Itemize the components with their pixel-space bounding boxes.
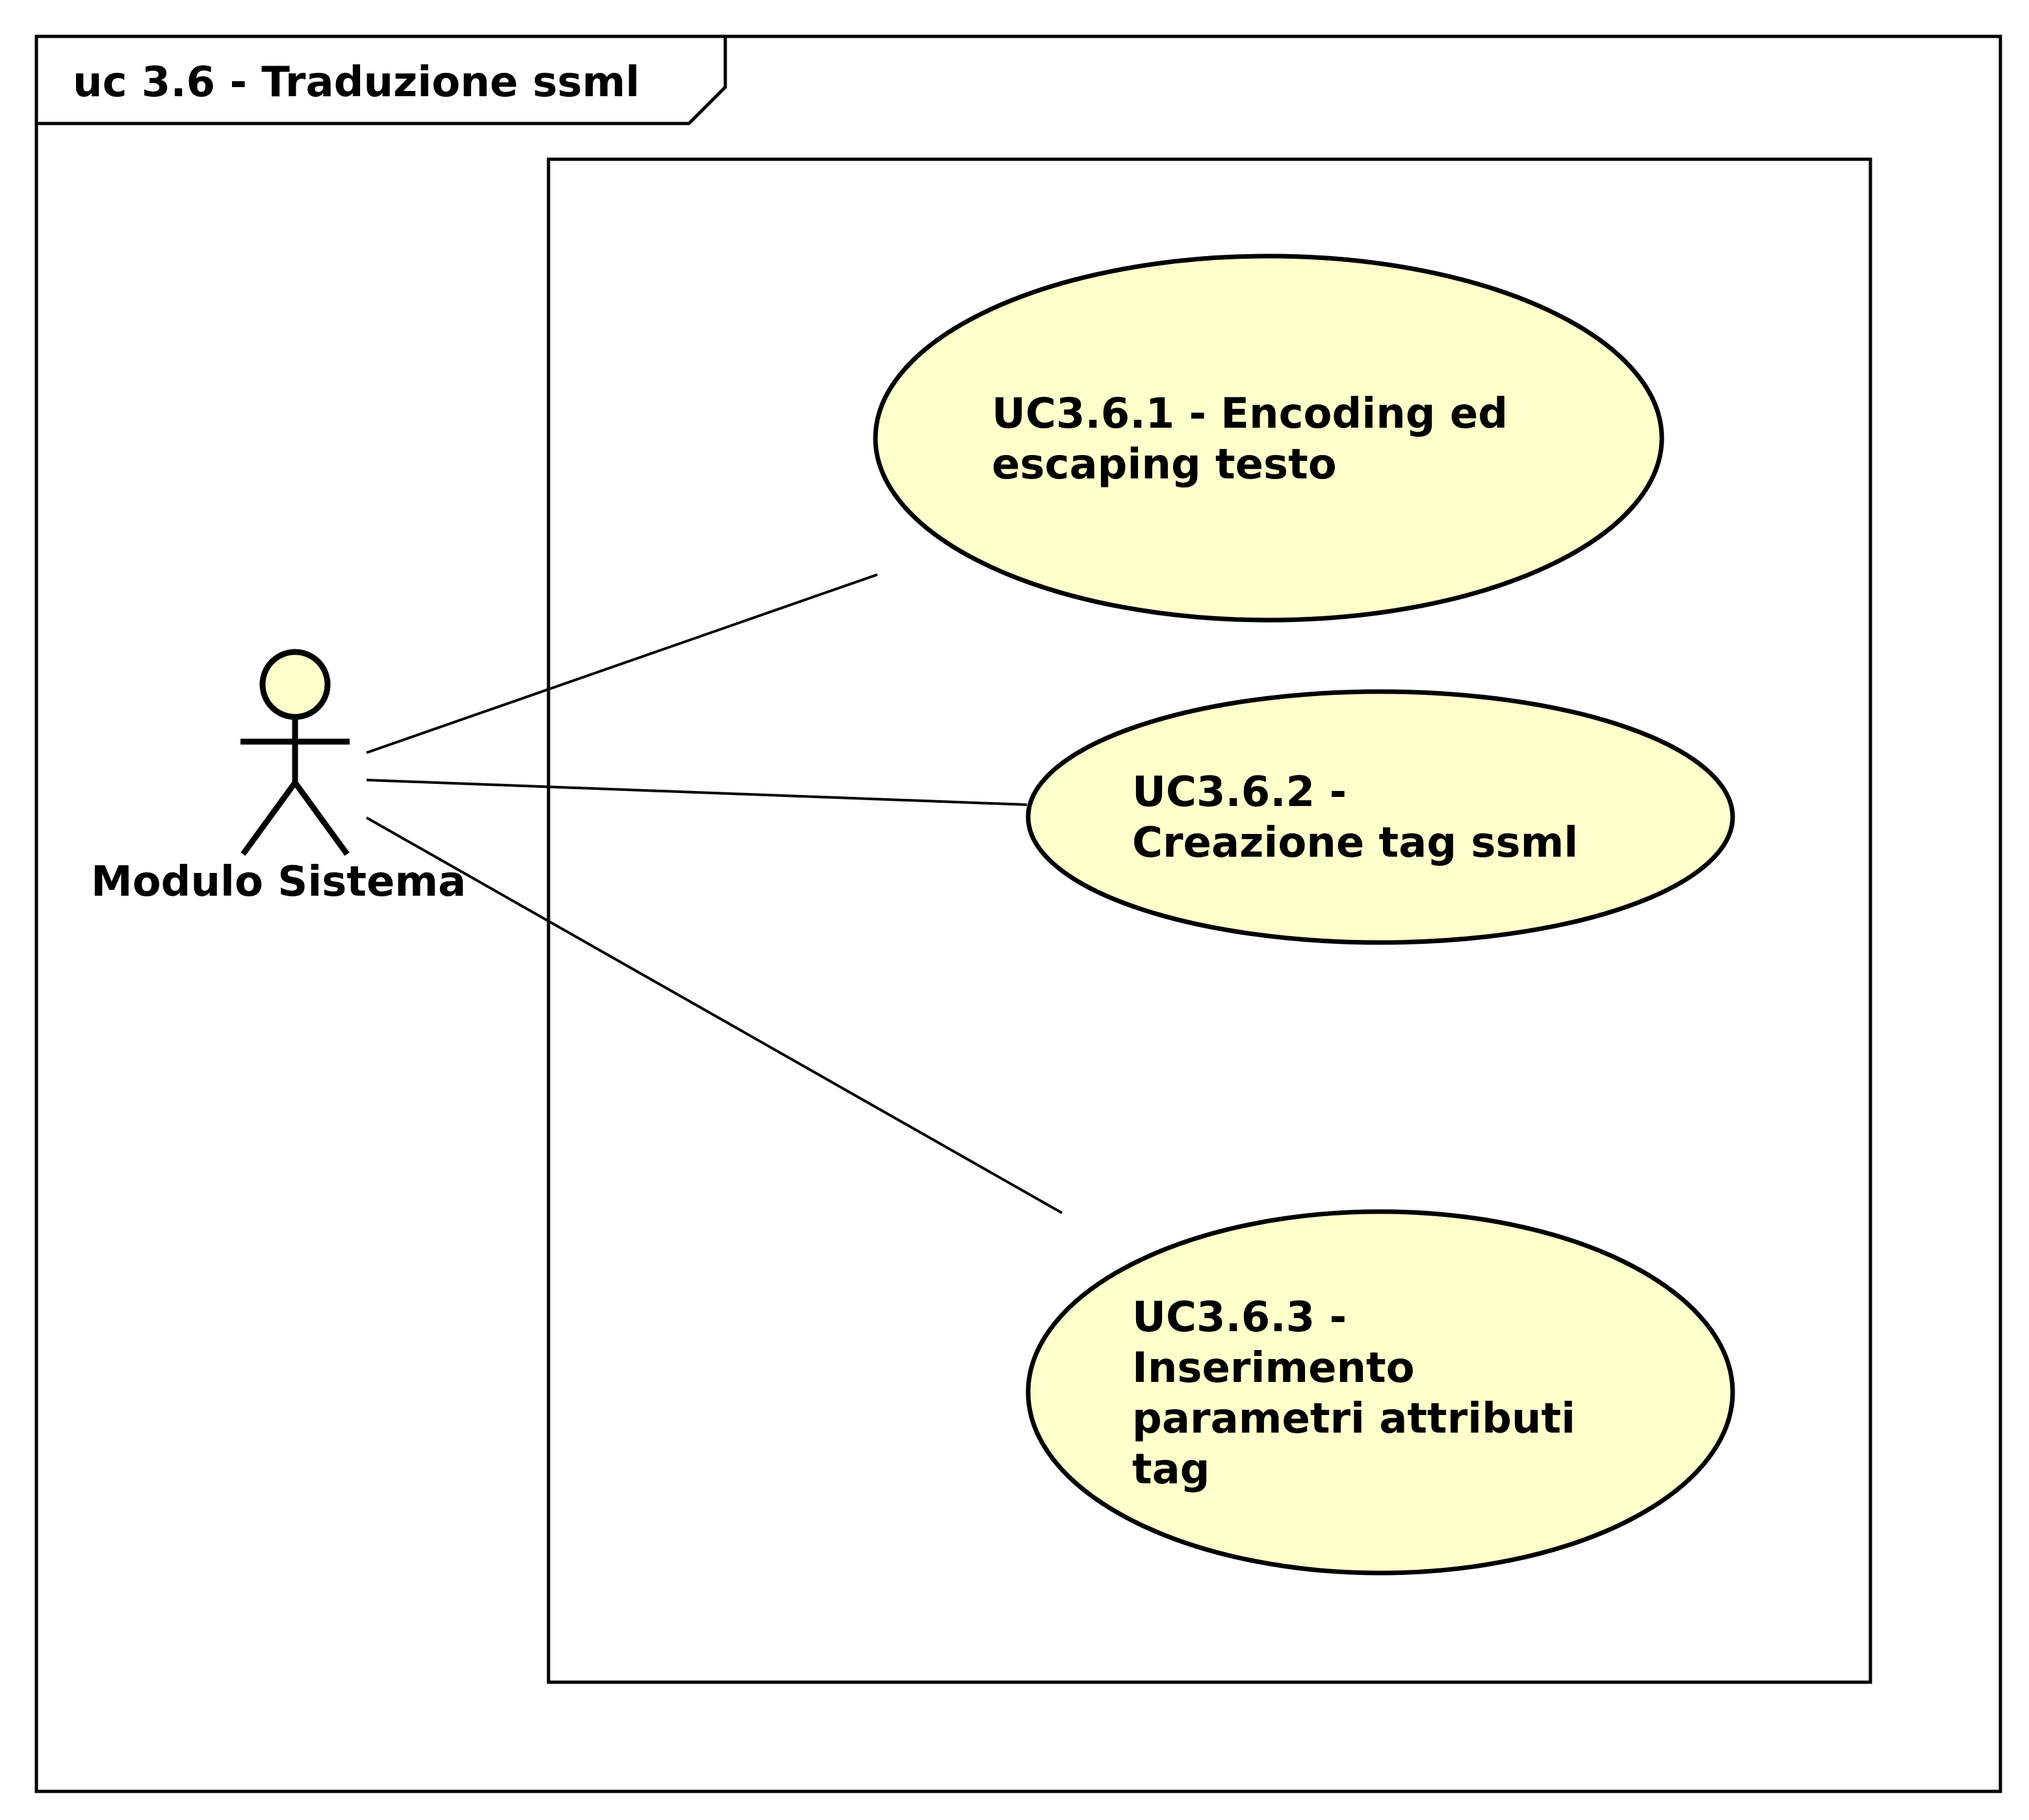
use-case-label: UC3.6.1 - Encoding ed escaping testo <box>992 390 1522 489</box>
actor-head <box>259 649 331 720</box>
frame-title: uc 3.6 - Traduzione ssml <box>73 58 640 107</box>
stick-figure-actor-icon <box>240 649 350 856</box>
actor-modulo-sistema: Modulo Sistema <box>91 649 466 906</box>
association-uc-3-6-1 <box>366 573 878 754</box>
use-case-uc-3-6-1: UC3.6.1 - Encoding ed escaping testo <box>873 254 1664 623</box>
use-case-uc-3-6-3: UC3.6.3 - Inserimento parametri attribut… <box>1026 1209 1735 1576</box>
use-case-ellipse <box>873 254 1664 623</box>
use-case-label-line: UC3.6.2 - <box>1132 768 1347 816</box>
frame-border <box>34 34 2002 1793</box>
association-uc-3-6-2 <box>366 779 1027 806</box>
use-case-uc-3-6-2: UC3.6.2 - Creazione tag ssml <box>1026 689 1735 945</box>
actor-name: Modulo Sistema <box>91 858 466 906</box>
use-case-label: UC3.6.2 - Creazione tag ssml <box>1132 768 1578 867</box>
use-case-label-line: UC3.6.3 - <box>1132 1294 1347 1342</box>
use-case-ellipse <box>1026 1209 1735 1576</box>
use-case-ellipse <box>1026 689 1735 945</box>
association-uc-3-6-3 <box>366 816 1063 1214</box>
use-case-label: UC3.6.3 - Inserimento parametri attribut… <box>1132 1294 1590 1494</box>
actor-right-leg <box>292 781 350 856</box>
use-case-label-line: parametri attributi <box>1132 1395 1575 1443</box>
use-case-label-line: escaping testo <box>992 441 1337 489</box>
use-case-label-line: tag <box>1132 1446 1210 1494</box>
use-case-label-line: Creazione tag ssml <box>1132 819 1578 867</box>
diagram-frame: uc 3.6 - Traduzione ssml <box>34 34 2002 1793</box>
actor-left-leg <box>240 781 298 856</box>
use-case-label-line: Inserimento <box>1132 1344 1415 1392</box>
associations <box>366 573 1063 1214</box>
frame-title-tab <box>36 36 727 125</box>
use-case-label-line: UC3.6.1 - Encoding ed <box>992 390 1508 438</box>
